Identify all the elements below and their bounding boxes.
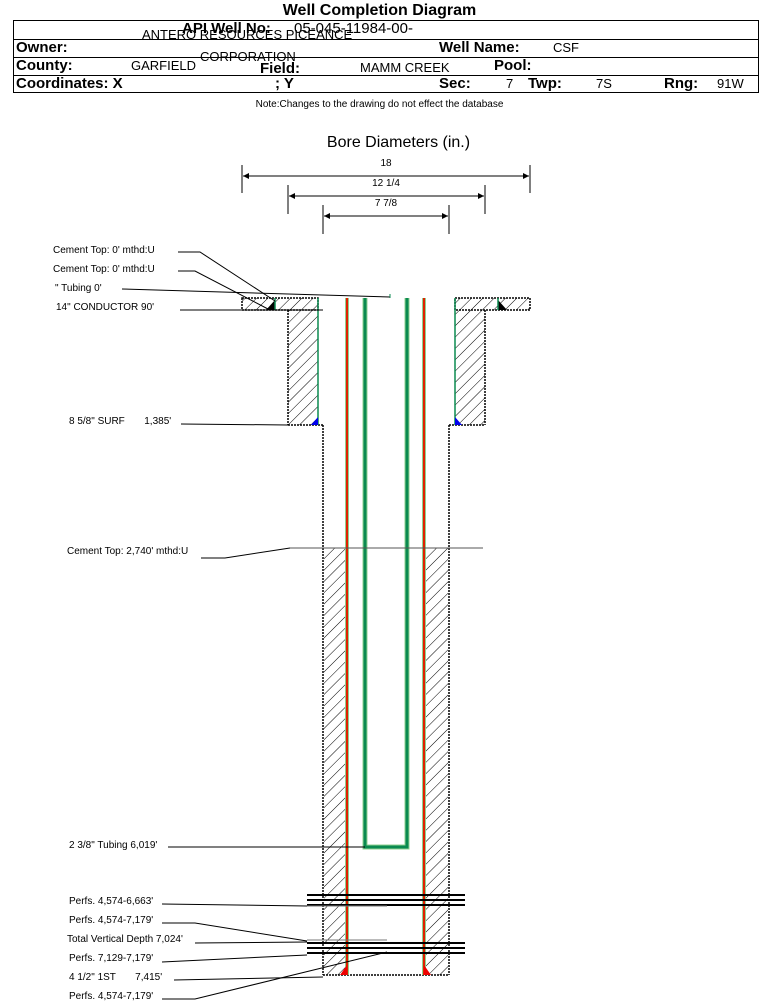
surface-casing-shoe-right [455,417,462,425]
county-row: CORPORATION County: GARFIELD Field: MAMM… [14,49,758,77]
twp-label: Twp: [528,75,562,92]
perforations-lower [307,942,465,954]
bore-dimension-18 [241,165,531,193]
conductor-cement-left [241,297,319,311]
production-casing-shoe-left [340,965,347,975]
annotation-conductor: 14" CONDUCTOR 90' [56,302,155,313]
pool-label: Pool: [494,57,532,74]
rng-value: 91W [717,76,744,91]
owner-row: Owner: ANTERO RESOURCES PICEANCE Well Na… [14,27,758,58]
bore-diameter-label-7-7-8: 7 7/8 [374,198,398,209]
coordinates-y-label: ; Y [275,75,294,92]
bore-dimension-7-7-8 [322,205,450,234]
diagram-title: Well Completion Diagram [282,2,477,19]
bore-dimension-12-1-4 [287,185,486,214]
production-casing-shoe-right [424,965,431,975]
production-cement-left [324,548,346,975]
sec-label: Sec: [439,75,471,92]
owner-value-line1: ANTERO RESOURCES PICEANCE [142,27,353,42]
production-casing [340,298,431,975]
bore-diameter-label-12-1-4: 12 1/4 [372,178,400,189]
rng-label: Rng: [664,75,699,92]
county-label: County: [16,57,73,74]
api-value: 05-045-11984-00- [294,20,413,37]
annotation-total-vertical-depth: Total Vertical Depth 7,024' [67,934,183,945]
surface-casing-shoe-left [311,417,318,425]
annotation-tubing: 2 3/8" Tubing 6,019' [69,840,158,851]
owner-value-line2: CORPORATION [200,49,296,64]
production-cement-right [426,548,448,975]
annotation-cement-top-1: Cement Top: 0' mthd:U [53,245,155,256]
coordinates-row: Coordinates: X ; Y Sec: 7 Twp: 7S Rng: 9… [14,75,758,93]
disclaimer-note: Note:Changes to the drawing do not effec… [255,99,504,110]
bore-diameter-label-18: 18 [380,158,392,169]
sec-value: 7 [506,76,514,91]
annotation-surface-casing: 8 5/8" SURF 1,385' [69,416,172,427]
tubing-string [362,298,410,850]
surface-cement-left [287,298,323,426]
annotation-perfs-3: Perfs. 7,129-7,179' [69,953,154,964]
annotation-tubing-top: " Tubing 0' [55,283,102,294]
twp-value: 7S [596,76,612,91]
surface-cement-right [449,298,486,426]
annotation-perfs-2: Perfs. 4,574-7,179' [69,915,154,926]
owner-label: Owner: [16,39,68,56]
annotation-production-casing: 4 1/2" 1ST 7,415' [69,972,163,983]
field-label: Field: [260,60,300,77]
api-label: API Well No: [182,20,271,37]
bore-diameters-title: Bore Diameters (in.) [326,134,471,151]
perforations-upper [307,894,465,906]
coordinates-x-label: Coordinates: X [16,75,123,92]
annotation-perfs-4: Perfs. 4,574-7,179' [69,991,154,1002]
annotation-perfs-1: Perfs. 4,574-6,663' [69,896,154,907]
county-value: GARFIELD [131,58,197,73]
annotation-cement-top-3: Cement Top: 2,740' mthd:U [67,546,189,557]
field-value: MAMM CREEK [360,60,450,75]
annotation-cement-top-2: Cement Top: 0' mthd:U [53,264,155,275]
api-row: API Well No: 05-045-11984-00- [14,20,758,40]
leader-lines [121,251,391,1000]
well-name-value: CSF [553,40,579,55]
well-header-table: API Well No: 05-045-11984-00- Owner: ANT… [13,20,759,93]
conductor-cement-right [454,297,531,311]
well-name-label: Well Name: [439,39,520,56]
